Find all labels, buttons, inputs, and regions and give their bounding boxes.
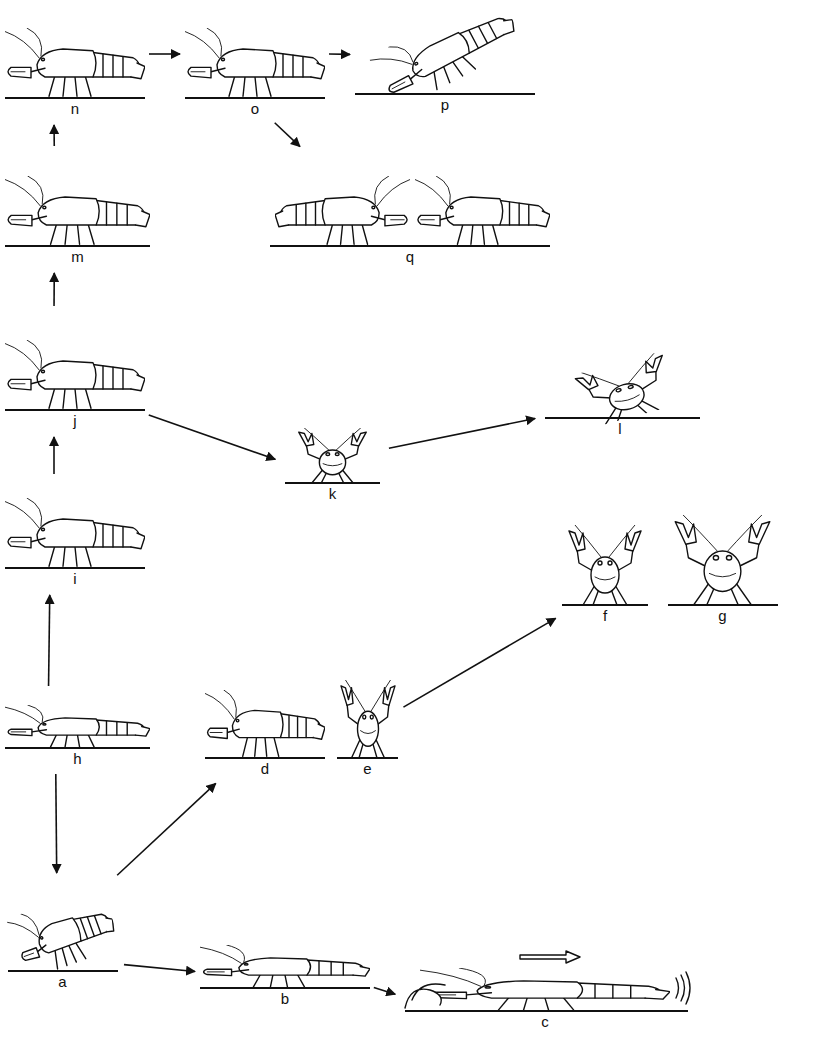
drawing-part	[5, 705, 150, 747]
drawing-part	[368, 0, 524, 111]
behavior-panel: m	[5, 150, 150, 268]
drawing-part	[337, 757, 398, 759]
drawing-part	[5, 340, 145, 408]
drawing-part	[675, 515, 770, 605]
drawing-part	[200, 945, 370, 987]
drawing-part	[5, 245, 150, 247]
drawing-part	[299, 428, 367, 483]
behavior-panel: j	[5, 310, 145, 432]
drawing-part	[285, 482, 380, 484]
behavior-panel: f	[560, 515, 650, 627]
drawing-part	[185, 28, 325, 96]
behavior-panel: p	[355, 8, 535, 116]
drawing-part	[668, 604, 778, 606]
transition-arrow	[49, 595, 50, 686]
panel-letter: g	[716, 608, 728, 627]
drawing-part	[200, 987, 370, 989]
behavior-panel: g	[665, 510, 780, 627]
transition-arrow	[53, 437, 55, 474]
transition-arrow	[53, 125, 55, 146]
panel-letter: h	[71, 751, 83, 770]
drawing-part	[5, 97, 145, 99]
transition-arrow	[374, 987, 395, 994]
drawing-part	[5, 498, 145, 566]
drawing-part	[205, 757, 325, 759]
transition-arrow	[389, 418, 535, 448]
behavior-panel: b	[200, 915, 370, 1010]
drawing-part	[355, 93, 535, 95]
drawing-part	[8, 970, 118, 972]
panel-letter: k	[327, 486, 339, 505]
drawing-part	[185, 97, 325, 99]
drawing-part	[415, 176, 550, 244]
behavior-panel: c	[400, 950, 690, 1033]
behavior-panel: i	[5, 478, 145, 590]
panel-letter: a	[56, 974, 68, 993]
behavior-panel: n	[5, 10, 145, 120]
transition-arrow	[55, 774, 58, 873]
drawing-part	[270, 245, 550, 247]
behavior-panel: q	[270, 150, 550, 268]
transition-arrow	[53, 273, 55, 306]
transition-arrow	[124, 965, 195, 972]
drawing-part	[420, 968, 670, 1010]
behavior-panel: l	[540, 350, 700, 440]
panel-letter: j	[71, 413, 78, 432]
drawing-part	[405, 1010, 688, 1012]
panel-letter: i	[71, 571, 78, 590]
transition-arrow	[117, 783, 216, 875]
drawing-part	[545, 417, 700, 419]
drawing-part	[5, 747, 150, 749]
drawing-part	[574, 351, 675, 428]
transition-arrow	[149, 53, 180, 55]
panel-letter: b	[279, 991, 291, 1010]
panel-letter: f	[601, 608, 609, 627]
drawing-part	[5, 409, 145, 411]
panel-letter: p	[439, 97, 451, 116]
drawing-part	[676, 972, 690, 1004]
behavior-panel: o	[185, 10, 325, 120]
panel-letter: q	[404, 249, 416, 268]
drawing-part	[520, 951, 580, 963]
behavior-panel: a	[5, 878, 120, 993]
behavior-panel: k	[280, 425, 385, 505]
drawing-part	[205, 690, 325, 756]
drawing-part	[6, 885, 122, 980]
transition-arrow	[149, 415, 276, 459]
behavior-panel: e	[335, 662, 400, 780]
drawing-part	[562, 604, 648, 606]
behavior-panel: h	[5, 690, 150, 770]
drawing-part	[569, 525, 641, 605]
drawing-part	[5, 28, 145, 96]
panel-letter: n	[69, 101, 81, 120]
drawing-part	[5, 176, 150, 244]
panel-letter: c	[539, 1014, 551, 1033]
transition-arrow	[329, 53, 350, 55]
drawing-part	[341, 680, 395, 758]
panel-letter: o	[249, 101, 261, 120]
transition-arrow	[275, 123, 300, 147]
panel-letter: l	[616, 421, 623, 440]
drawing-part	[275, 176, 410, 244]
panel-letter: d	[259, 761, 271, 780]
transition-arrow	[403, 618, 555, 707]
panel-letter: m	[69, 249, 86, 268]
behavior-panel: d	[205, 668, 325, 780]
drawing-part	[405, 984, 445, 1008]
drawing-part	[5, 567, 145, 569]
panel-letter: e	[361, 761, 373, 780]
